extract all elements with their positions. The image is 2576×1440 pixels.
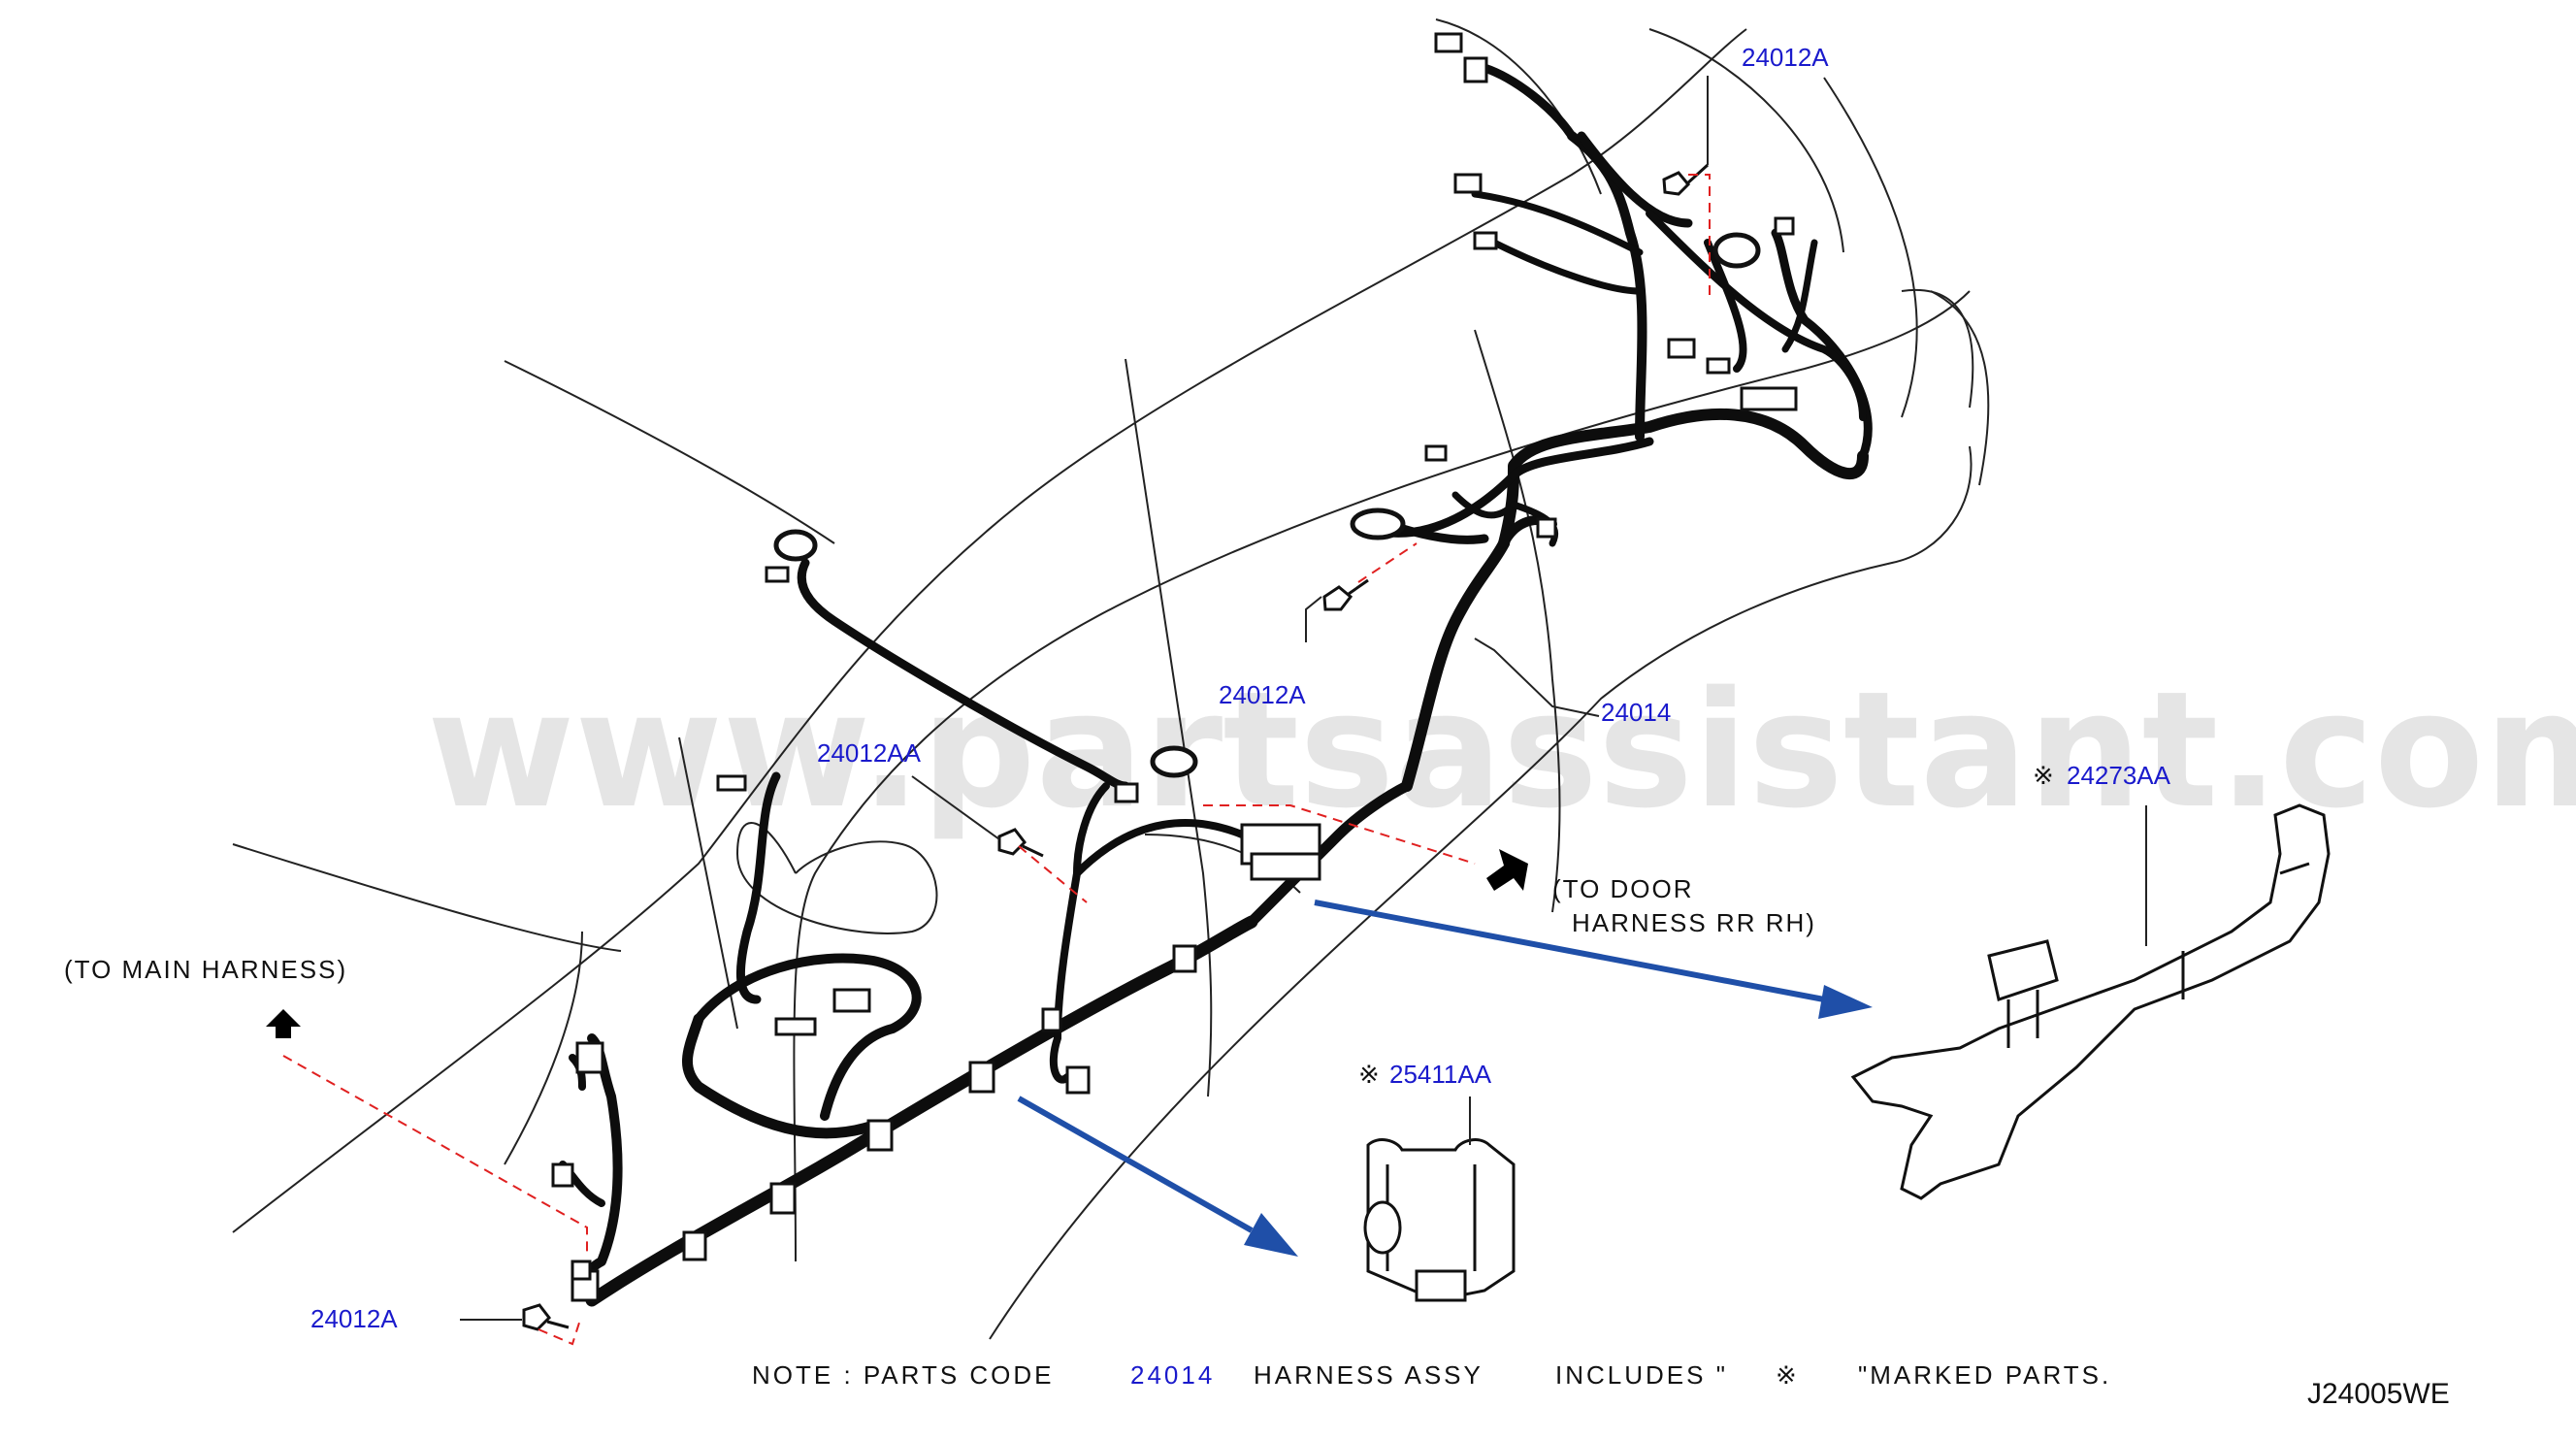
label-24014: 24014 xyxy=(1601,698,1671,727)
diagram-code: J24005WE xyxy=(2307,1378,2450,1410)
clip-25411aa xyxy=(1363,1138,1516,1302)
label-24012a-mid: 24012A xyxy=(1219,680,1306,709)
leader-lines xyxy=(460,76,2147,1321)
harness-connectors xyxy=(551,32,1798,1302)
note-prefix: NOTE : PARTS CODE xyxy=(752,1360,1055,1390)
grommets xyxy=(773,232,1761,778)
marked-symbol-24273aa: ※ xyxy=(2033,761,2054,790)
block-arrows xyxy=(266,849,1528,1038)
note-code: 24014 xyxy=(1130,1360,1215,1390)
note-middle: HARNESS ASSY xyxy=(1254,1360,1484,1390)
label-24012a-bottom: 24012A xyxy=(310,1304,398,1333)
bolt-icon xyxy=(522,1303,570,1331)
bolt-icon xyxy=(997,828,1044,858)
label-24012aa: 24012AA xyxy=(817,738,922,768)
watermark: www.partsassistant.com xyxy=(427,657,2576,843)
note-includes: INCLUDES " xyxy=(1555,1360,1728,1390)
callout-to-door-line1: (TO DOOR xyxy=(1552,874,1694,903)
bolt-icon xyxy=(1662,163,1710,196)
alignment-dashes xyxy=(282,174,1711,1346)
direction-arrows xyxy=(1017,900,1873,1257)
callout-to-door-line2: HARNESS RR RH) xyxy=(1572,908,1816,937)
note-suffix: "MARKED PARTS. xyxy=(1858,1360,2111,1390)
label-24273aa: 24273AA xyxy=(2067,761,2171,790)
arrow-to-door-icon xyxy=(1486,849,1528,891)
marked-symbol-25411aa: ※ xyxy=(1358,1060,1380,1089)
vehicle-body-outline xyxy=(232,18,1990,1340)
protector-24273aa xyxy=(1850,803,2331,1200)
label-24012a-top: 24012A xyxy=(1742,43,1829,72)
label-25411aa: 25411AA xyxy=(1389,1060,1492,1089)
note-symbol: ※ xyxy=(1776,1360,1800,1390)
bolt-icon xyxy=(1322,578,1369,611)
arrow-to-main-icon xyxy=(266,1009,301,1038)
callout-to-main: (TO MAIN HARNESS) xyxy=(64,955,347,984)
